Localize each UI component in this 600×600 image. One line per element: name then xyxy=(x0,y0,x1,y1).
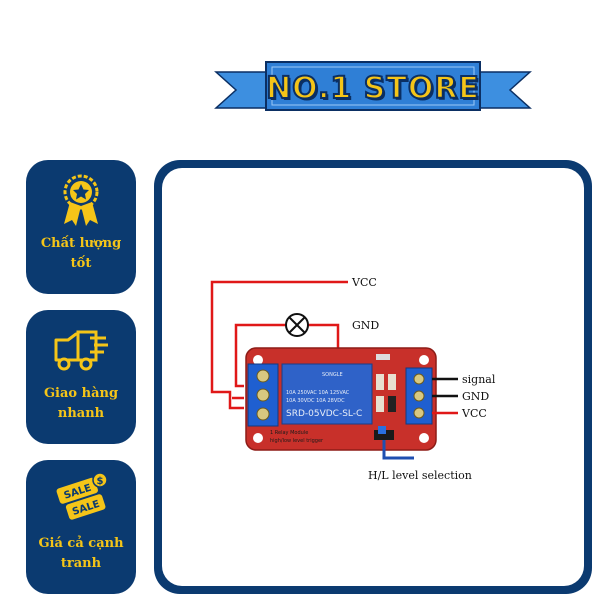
relay-module-board: SONGLE 10A 250VAC 10A 125VAC 10A 30VDC 1… xyxy=(245,347,437,451)
product-image: VCC GND SONGLE 10A 250VAC 10A 125VAC 10A… xyxy=(162,168,584,586)
feature-label-delivery: Giao hàng nhanh xyxy=(43,386,119,421)
label-signal: signal xyxy=(462,373,496,386)
label-hl-selection: H/L level selection xyxy=(368,469,472,482)
relay-ratings-2: 10A 30VDC 10A 28VDC xyxy=(286,398,345,404)
label-gnd-top: GND xyxy=(352,319,379,332)
feature-card-price: SALE SALE $ Giá cả cạnh tranh xyxy=(26,460,136,594)
store-banner: NO.1 STORE xyxy=(214,58,532,118)
relay-wiring-diagram: VCC GND SONGLE 10A 250VAC 10A 125VAC 10A… xyxy=(210,276,496,482)
lamp-icon xyxy=(285,313,309,337)
feature-card-delivery: Giao hàng nhanh xyxy=(26,310,136,444)
ribbon-shape xyxy=(214,61,532,111)
relay-brand: SONGLE xyxy=(322,372,343,378)
relay-ratings-1: 10A 250VAC 10A 125VAC xyxy=(286,390,350,396)
feature-label-quality: Chất lượng tốt xyxy=(40,236,122,271)
label-vcc-right: VCC xyxy=(461,407,487,420)
board-text-2: high/low level trigger xyxy=(270,438,324,444)
delivery-truck-icon xyxy=(54,330,108,371)
label-vcc-top: VCC xyxy=(351,276,377,289)
feature-label-price: Giá cả cạnh tranh xyxy=(38,536,124,571)
award-medal-icon xyxy=(63,174,99,226)
banner-title: NO.1 STORE xyxy=(265,70,480,107)
board-text-1: 1 Relay Module xyxy=(270,430,308,436)
sale-tag-icon: SALE SALE $ xyxy=(56,472,108,520)
product-frame: VCC GND SONGLE 10A 250VAC 10A 125VAC 10A… xyxy=(154,160,592,594)
relay-model: SRD-05VDC-SL-C xyxy=(286,409,362,419)
signal-wires xyxy=(432,377,458,398)
feature-card-quality: Chất lượng tốt xyxy=(26,160,136,294)
dollar-badge: $ xyxy=(97,476,104,487)
label-gnd-right: GND xyxy=(462,390,489,403)
